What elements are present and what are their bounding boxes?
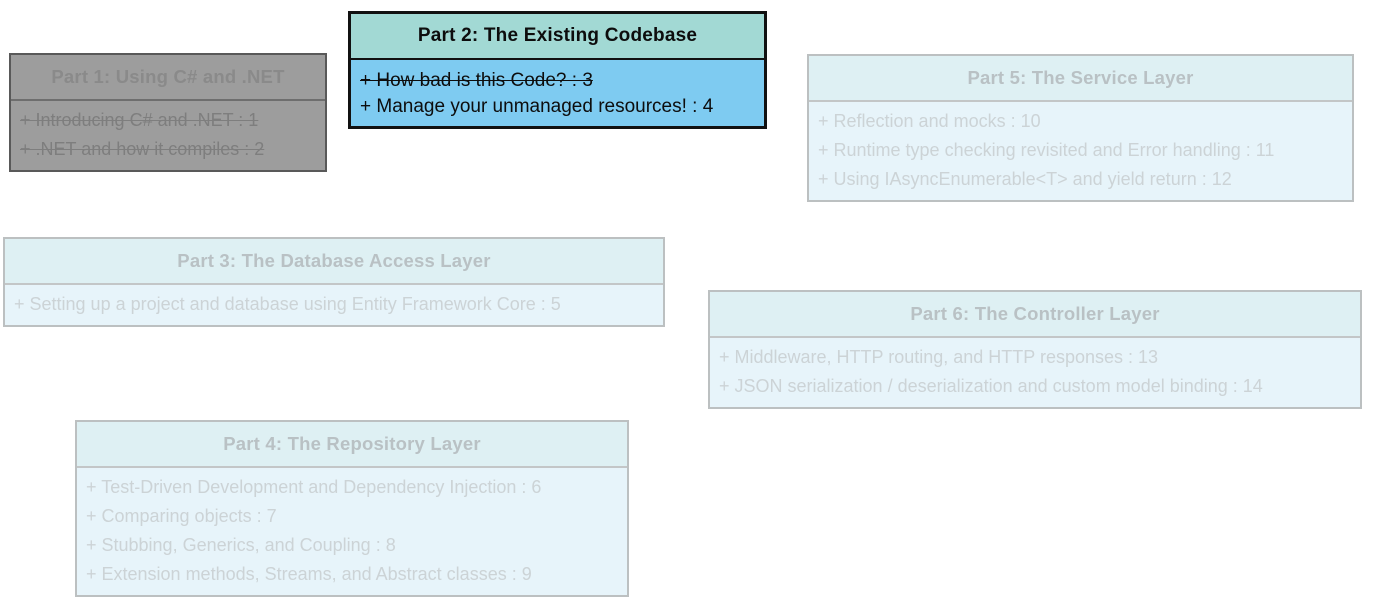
part-chapter-list: + Middleware, HTTP routing, and HTTP res…	[710, 338, 1360, 407]
chapter-item: + Manage your unmanaged resources! : 4	[360, 96, 714, 117]
chapter-item: + Reflection and mocks : 10	[818, 111, 1041, 131]
part4-box: Part 4: The Repository Layer + Test-Drive…	[75, 420, 629, 597]
part2-box: Part 2: The Existing Codebase+ How bad i…	[348, 11, 767, 129]
part-title: Part 5: The Service Layer	[809, 56, 1352, 102]
part-chapter-list: + Reflection and mocks : 10 + Runtime typ…	[809, 102, 1352, 200]
chapter-item: + Test-Driven Development and Dependency…	[86, 477, 542, 497]
part-chapter-list: + Test-Driven Development and Dependency…	[77, 468, 627, 595]
part-title: Part 6: The Controller Layer	[710, 292, 1360, 338]
chapter-item: + Comparing objects : 7	[86, 506, 277, 526]
part-chapter-list: + How bad is this Code? : 3 + Manage your…	[351, 60, 764, 126]
part6-box: Part 6: The Controller Layer + Middleware…	[708, 290, 1362, 409]
chapter-item: + Using IAsyncEnumerable<T> and yield re…	[818, 169, 1232, 189]
part3-box: Part 3: The Database Access Layer + Setti…	[3, 237, 665, 327]
chapter-item: + Stubbing, Generics, and Coupling : 8	[86, 535, 396, 555]
chapter-item: + Setting up a project and database usin…	[14, 294, 561, 314]
part-title: Part 1: Using C# and .NET	[11, 55, 325, 101]
part-title: Part 2: The Existing Codebase	[351, 14, 764, 60]
part-chapter-list: + Introducing C# and .NET : 1 + .NET and …	[11, 101, 325, 170]
part-chapter-list: + Setting up a project and database usin…	[5, 285, 663, 325]
chapter-item: + JSON serialization / deserialization a…	[719, 376, 1263, 396]
chapter-item: + Extension methods, Streams, and Abstra…	[86, 564, 532, 584]
chapter-item: + Runtime type checking revisited and Er…	[818, 140, 1275, 160]
part-title: Part 3: The Database Access Layer	[5, 239, 663, 285]
part5-box: Part 5: The Service Layer+ Reflection an…	[807, 54, 1354, 202]
part-title: Part 4: The Repository Layer	[77, 422, 627, 468]
chapter-item: + Middleware, HTTP routing, and HTTP res…	[719, 347, 1159, 367]
chapter-item: + How bad is this Code? : 3	[360, 70, 593, 91]
chapter-item: + Introducing C# and .NET : 1	[20, 110, 259, 130]
part1-box: Part 1: Using C# and .NET+ Introducing C…	[9, 53, 327, 172]
chapter-item: + .NET and how it compiles : 2	[20, 139, 265, 159]
